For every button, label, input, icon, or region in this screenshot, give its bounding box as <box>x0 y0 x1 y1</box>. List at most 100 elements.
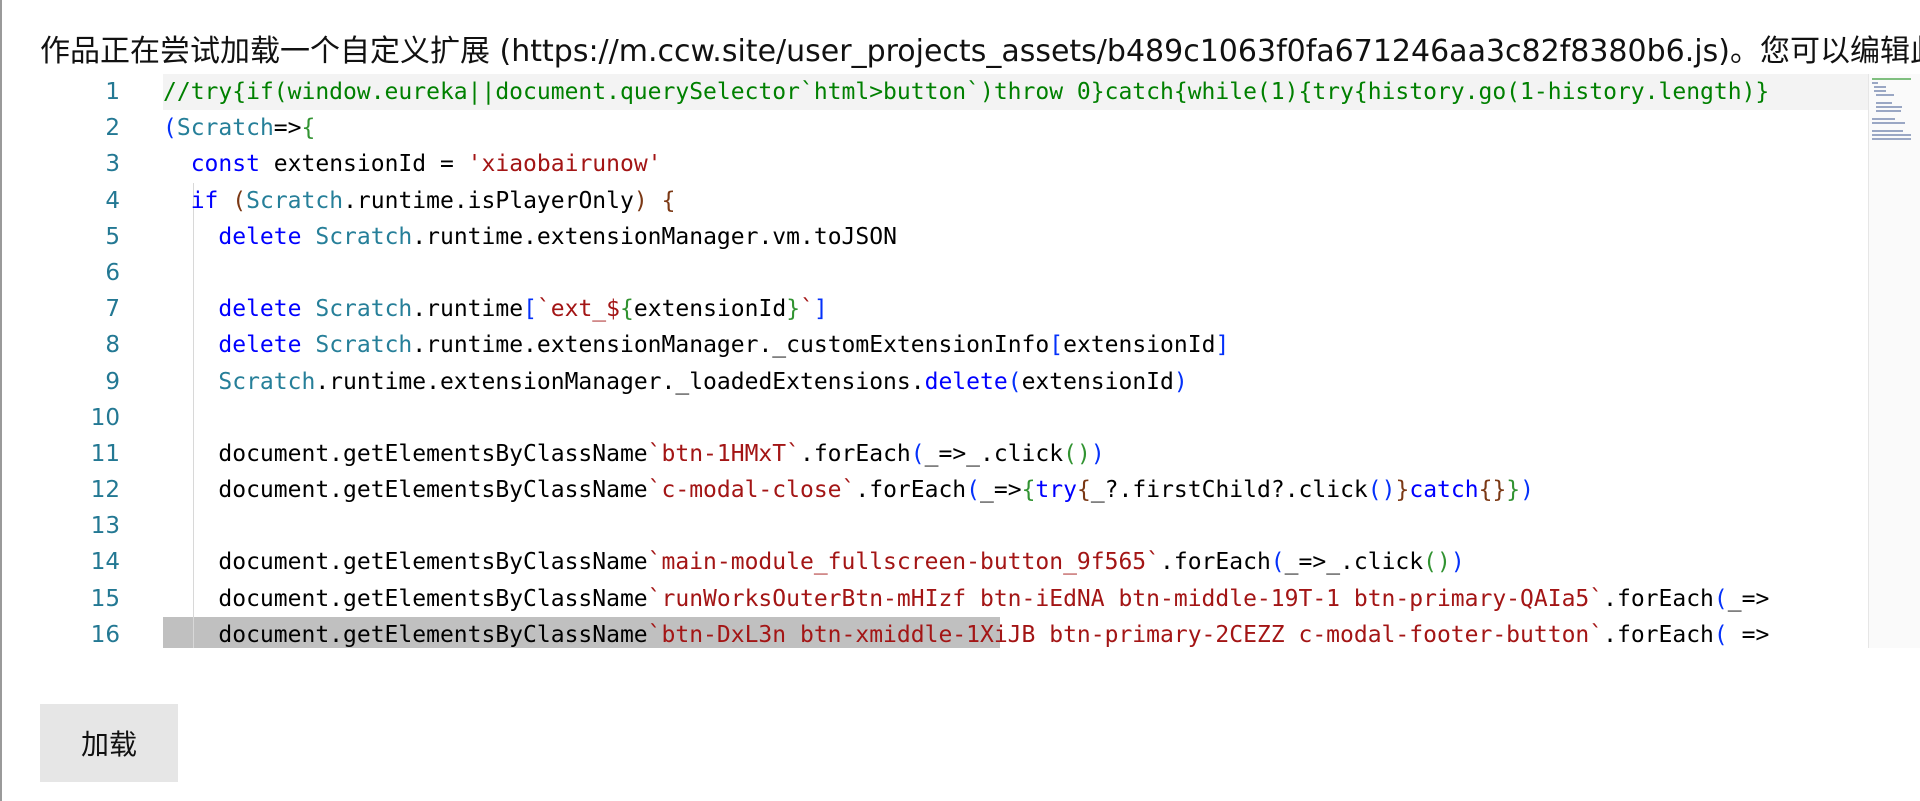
minimap-line <box>1872 118 1895 120</box>
code-token: () <box>1423 549 1451 576</box>
code-token: 'xiaobairunow' <box>467 151 662 178</box>
code-token: .forEach <box>1603 585 1714 612</box>
code-line[interactable]: const extensionId = 'xiaobairunow' <box>163 146 1869 182</box>
code-token: document.getElementsByClassName <box>163 585 648 612</box>
code-token: .runtime <box>412 296 524 323</box>
code-line-text: if (Scratch.runtime.isPlayerOnly) { <box>163 187 676 214</box>
code-token: extensionId = <box>259 151 468 178</box>
code-line-text: document.getElementsByClassName`main-mod… <box>163 549 1464 576</box>
minimap-line <box>1876 94 1894 96</box>
code-token: ( <box>1713 621 1728 648</box>
indent-guide <box>193 182 194 648</box>
line-number: 11 <box>90 440 120 467</box>
code-token: { <box>1076 477 1091 504</box>
code-line[interactable] <box>163 508 1869 544</box>
code-line[interactable]: if (Scratch.runtime.isPlayerOnly) { <box>163 183 1869 219</box>
code-line-text: document.getElementsByClassName`runWorks… <box>163 586 1769 612</box>
code-token: [ <box>1049 332 1064 359</box>
code-line[interactable]: document.getElementsByClassName`main-mod… <box>163 544 1869 580</box>
code-token: _?.firstChild?.click <box>1090 477 1368 504</box>
code-token: => <box>273 115 302 142</box>
code-line-text: document.getElementsByClassName`btn-1HMx… <box>163 440 1105 467</box>
code-token: `ext_$ <box>536 296 621 323</box>
code-token: ( <box>910 440 925 467</box>
code-line[interactable]: document.getElementsByClassName`btn-1HMx… <box>163 436 1869 472</box>
code-line-text: document.getElementsByClassName`c-modal-… <box>163 477 1534 503</box>
code-token: .forEach <box>1603 621 1714 648</box>
code-line[interactable]: delete Scratch.runtime.extensionManager.… <box>163 327 1869 363</box>
load-button[interactable]: 加载 <box>40 704 178 782</box>
code-line[interactable]: delete Scratch.runtime.extensionManager.… <box>163 219 1869 255</box>
code-token: ` <box>800 296 814 323</box>
code-token: => <box>1727 621 1770 648</box>
line-number: 5 <box>105 223 120 250</box>
minimap-line <box>1872 82 1878 84</box>
code-token: ( <box>966 477 981 504</box>
code-token: if <box>190 187 219 214</box>
minimap-line <box>1872 138 1911 140</box>
code-token: document.getElementsByClassName <box>163 477 648 504</box>
code-line[interactable]: (Scratch=>{ <box>163 110 1869 146</box>
code-line[interactable]: //try{if(window.eureka||document.querySe… <box>163 74 1869 111</box>
code-token: Scratch <box>315 223 413 250</box>
editor-minimap[interactable] <box>1868 74 1920 648</box>
code-token <box>301 296 315 322</box>
code-token: _=>_.click <box>1284 549 1424 576</box>
code-line[interactable]: Scratch.runtime.extensionManager._loaded… <box>163 364 1869 400</box>
minimap-line <box>1876 106 1902 108</box>
code-line[interactable]: delete Scratch.runtime[`ext_${extensionI… <box>163 291 1869 327</box>
code-token <box>163 296 218 322</box>
code-token: Scratch <box>218 368 316 395</box>
minimap-line <box>1876 102 1892 104</box>
dialog-left-border <box>0 0 2 801</box>
code-token: try <box>1035 477 1077 504</box>
code-token: { <box>661 187 676 214</box>
code-line-text: //try{if(window.eureka||document.querySe… <box>163 79 1769 105</box>
code-token: delete <box>218 223 302 250</box>
code-token: `main-module_fullscreen-button_9f565` <box>647 549 1161 576</box>
code-line[interactable]: document.getElementsByClassName`c-modal-… <box>163 472 1869 508</box>
code-token <box>301 224 315 250</box>
code-line[interactable]: document.getElementsByClassName`runWorks… <box>163 581 1869 617</box>
line-number: 14 <box>90 549 120 576</box>
code-token: delete <box>218 332 302 359</box>
code-token: `btn-1HMxT` <box>647 440 800 467</box>
line-number: 15 <box>90 585 120 612</box>
code-token: } <box>786 296 801 323</box>
code-token: document.getElementsByClassName <box>163 549 648 576</box>
code-token: document.getElementsByClassName <box>163 440 648 467</box>
code-line-text: delete Scratch.runtime.extensionManager.… <box>163 224 897 250</box>
code-token: ] <box>813 296 828 323</box>
code-token: .runtime.extensionManager.vm.toJSON <box>412 223 897 250</box>
code-line-text: const extensionId = 'xiaobairunow' <box>163 151 662 177</box>
code-line-text: Scratch.runtime.extensionManager._loaded… <box>163 368 1187 395</box>
code-token: .runtime.extensionManager._loadedExtensi… <box>315 368 925 395</box>
code-token: `btn-DxL3n btn-xmiddle-1XiJB btn-primary… <box>647 621 1604 648</box>
code-token: () <box>1367 477 1396 504</box>
code-line[interactable] <box>163 400 1869 436</box>
minimap-line <box>1874 86 1886 88</box>
code-token: delete <box>218 296 302 323</box>
line-number: 1 <box>105 79 120 105</box>
code-line[interactable]: document.getElementsByClassName`btn-DxL3… <box>163 616 1869 648</box>
code-token <box>163 188 191 214</box>
minimap-line <box>1872 134 1911 136</box>
code-token: .forEach <box>799 440 911 467</box>
code-token <box>163 369 218 395</box>
line-number: 6 <box>105 259 120 286</box>
code-text-area[interactable]: //try{if(window.eureka||document.querySe… <box>163 74 1869 648</box>
code-token: } <box>1395 477 1410 504</box>
code-token: {} <box>1478 477 1507 504</box>
line-number: 8 <box>105 332 120 359</box>
text-selection-highlight <box>163 616 1000 648</box>
code-token: ) <box>1090 440 1105 467</box>
code-token <box>163 332 218 358</box>
code-line[interactable] <box>163 255 1869 291</box>
code-token <box>218 188 232 214</box>
code-token: .forEach <box>855 477 967 504</box>
minimap-line <box>1872 130 1904 132</box>
code-token: Scratch <box>176 115 274 142</box>
line-number: 16 <box>90 621 120 648</box>
